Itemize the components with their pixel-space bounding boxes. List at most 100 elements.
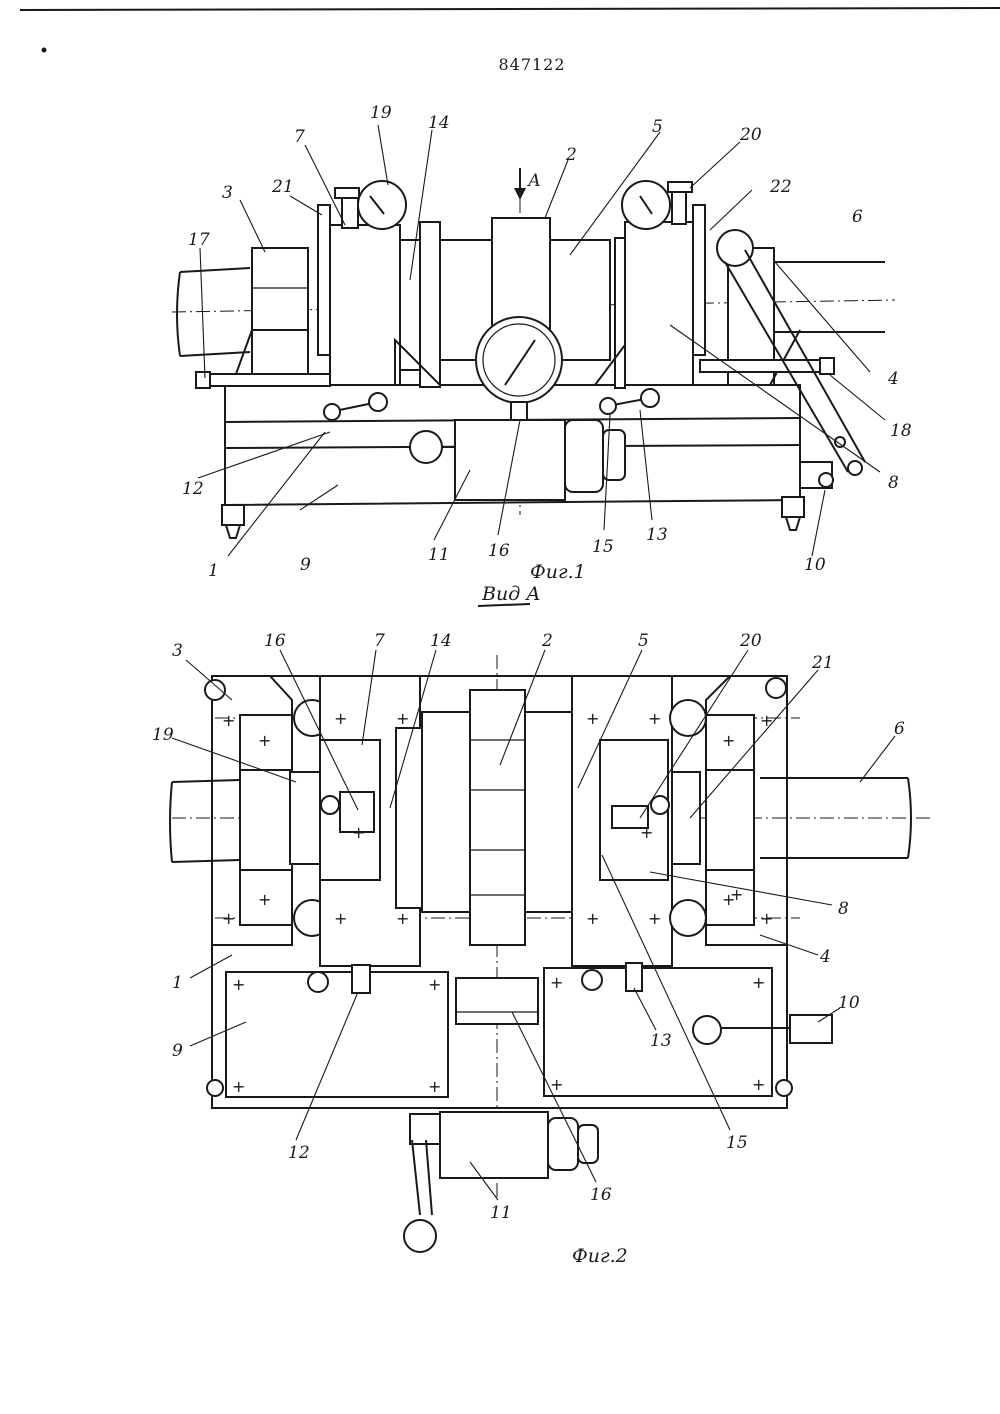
plus-mark: + xyxy=(760,909,773,928)
screw-17-head xyxy=(196,372,210,388)
fig2-leader-13 xyxy=(634,988,656,1030)
figure-2-caption: Фиг.2 xyxy=(572,1245,628,1267)
fig2-indicator-19-dial xyxy=(321,796,339,814)
leader-2 xyxy=(545,160,568,218)
lever-12-knob xyxy=(324,404,340,420)
fig2-label-6: 6 xyxy=(894,719,905,739)
indicator-19-cap xyxy=(335,188,359,198)
label-15: 15 xyxy=(592,537,614,557)
plus-mark: + xyxy=(550,973,563,992)
lever-12-hub xyxy=(369,393,387,411)
fig2-guide-roller-3 xyxy=(670,700,706,736)
label-5: 5 xyxy=(652,117,663,137)
label-1: 1 xyxy=(208,561,219,581)
label-22: 22 xyxy=(769,177,792,197)
plus-mark: + xyxy=(258,731,271,750)
leader-11 xyxy=(434,470,470,540)
plus-mark: + xyxy=(760,711,773,730)
label-16: 16 xyxy=(488,541,510,561)
unit-7 xyxy=(330,225,400,385)
fig2-label-3: 3 xyxy=(172,641,183,661)
plus-mark: + xyxy=(232,975,245,994)
leader-4 xyxy=(775,262,870,372)
fig2-leader-6 xyxy=(860,736,895,782)
plus-mark: + xyxy=(722,731,735,750)
lever-13-knob xyxy=(600,398,616,414)
fig2-leader-12 xyxy=(296,992,358,1140)
fig2-heater-2 xyxy=(470,690,525,945)
fig2-label-11: 11 xyxy=(490,1203,512,1223)
fig2-leader-9 xyxy=(190,1022,246,1046)
leader-13 xyxy=(640,410,652,520)
label-10: 10 xyxy=(804,555,826,575)
label-7: 7 xyxy=(294,127,305,147)
fig2-label-20: 20 xyxy=(739,631,762,651)
leader-10 xyxy=(812,490,825,556)
label-18: 18 xyxy=(890,421,912,441)
fig2-lever-12-knob xyxy=(308,972,328,992)
fig2-drive-end xyxy=(578,1125,598,1163)
view-arrow-a-label: А xyxy=(527,171,541,191)
drive-handle-knob xyxy=(410,431,442,463)
plus-mark: + xyxy=(752,973,765,992)
view-arrow-a-head xyxy=(514,188,526,200)
wheel-bottom-right xyxy=(776,1080,792,1096)
arm-pivot-bottom xyxy=(848,461,862,475)
label-13: 13 xyxy=(646,525,668,545)
fig2-drive-handle xyxy=(412,1140,432,1215)
plus-mark: + xyxy=(396,709,409,728)
fig2-plate-22 xyxy=(672,772,700,864)
fig2-plate-21 xyxy=(290,772,320,864)
fig2-label-8: 8 xyxy=(838,899,849,919)
fig2-label-2: 2 xyxy=(541,631,553,651)
drive-11 xyxy=(455,420,565,500)
indicator-20-cap xyxy=(668,182,692,192)
fig2-block-16 xyxy=(456,978,538,1024)
fig2-lever-13 xyxy=(626,963,642,991)
plate-22 xyxy=(693,205,705,355)
screw-17-rod xyxy=(210,374,330,386)
fig2-label-13: 13 xyxy=(650,1031,672,1051)
plus-mark: + xyxy=(396,909,409,928)
wheel-top-right xyxy=(766,678,786,698)
leader-19 xyxy=(378,125,388,185)
wheel-top-left xyxy=(205,680,225,700)
fig2-plate-9-left xyxy=(226,972,448,1097)
plus-mark: + xyxy=(334,909,347,928)
indicator-20-stem xyxy=(672,192,686,224)
wheel-bottom-left xyxy=(207,1080,223,1096)
heater-dial xyxy=(476,317,562,403)
plate-21 xyxy=(318,205,330,355)
speck-mark xyxy=(42,48,47,53)
view-a-title: Вид А xyxy=(481,583,541,605)
fig2-label-4: 4 xyxy=(819,947,831,967)
foot-left xyxy=(222,505,244,525)
fig2-label-21: 19 xyxy=(152,725,174,745)
plus-mark: + xyxy=(428,1077,441,1096)
foot-right-tip xyxy=(786,517,800,530)
leader-22 xyxy=(710,190,752,230)
fig2-label-1: 1 xyxy=(172,973,183,993)
fig2-label-22: 21 xyxy=(811,653,834,673)
fig2-clamp-4-mid xyxy=(706,770,754,870)
document-number: 847122 xyxy=(498,55,565,74)
fig2-lever-12 xyxy=(352,965,370,993)
plus-mark: + xyxy=(586,709,599,728)
label-20: 20 xyxy=(739,125,762,145)
foot-right xyxy=(782,497,804,517)
drive-11-end xyxy=(603,430,625,480)
label-8: 8 xyxy=(888,473,899,493)
plus-mark: + xyxy=(222,711,235,730)
plus-mark: + xyxy=(222,909,235,928)
leader-17 xyxy=(200,248,205,378)
fig2-guide-roller-4 xyxy=(670,900,706,936)
label-17: 17 xyxy=(188,230,210,250)
fig2-label-7: 7 xyxy=(374,631,385,651)
label-11: 11 xyxy=(428,545,450,565)
fig2-clamp-3-mid xyxy=(240,770,292,870)
label-2: 2 xyxy=(565,145,577,165)
lever-13-hub xyxy=(641,389,659,407)
fig2-handle-10-knob xyxy=(693,1016,721,1044)
label-12: 12 xyxy=(182,479,204,499)
plus-mark: + xyxy=(232,1077,245,1096)
